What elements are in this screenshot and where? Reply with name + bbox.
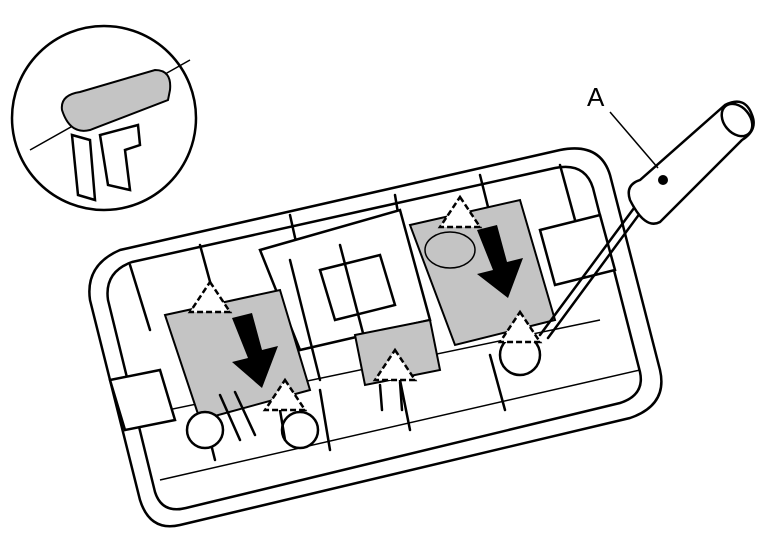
detail-inset	[10, 24, 198, 212]
callout-label-a: A	[587, 82, 605, 112]
warning-triangle	[187, 194, 543, 412]
screwdriver	[538, 100, 755, 340]
press-arrow-left	[232, 313, 278, 388]
press-arrow-right	[477, 225, 523, 298]
switch-left	[163, 288, 320, 450]
switch-right	[408, 198, 557, 377]
